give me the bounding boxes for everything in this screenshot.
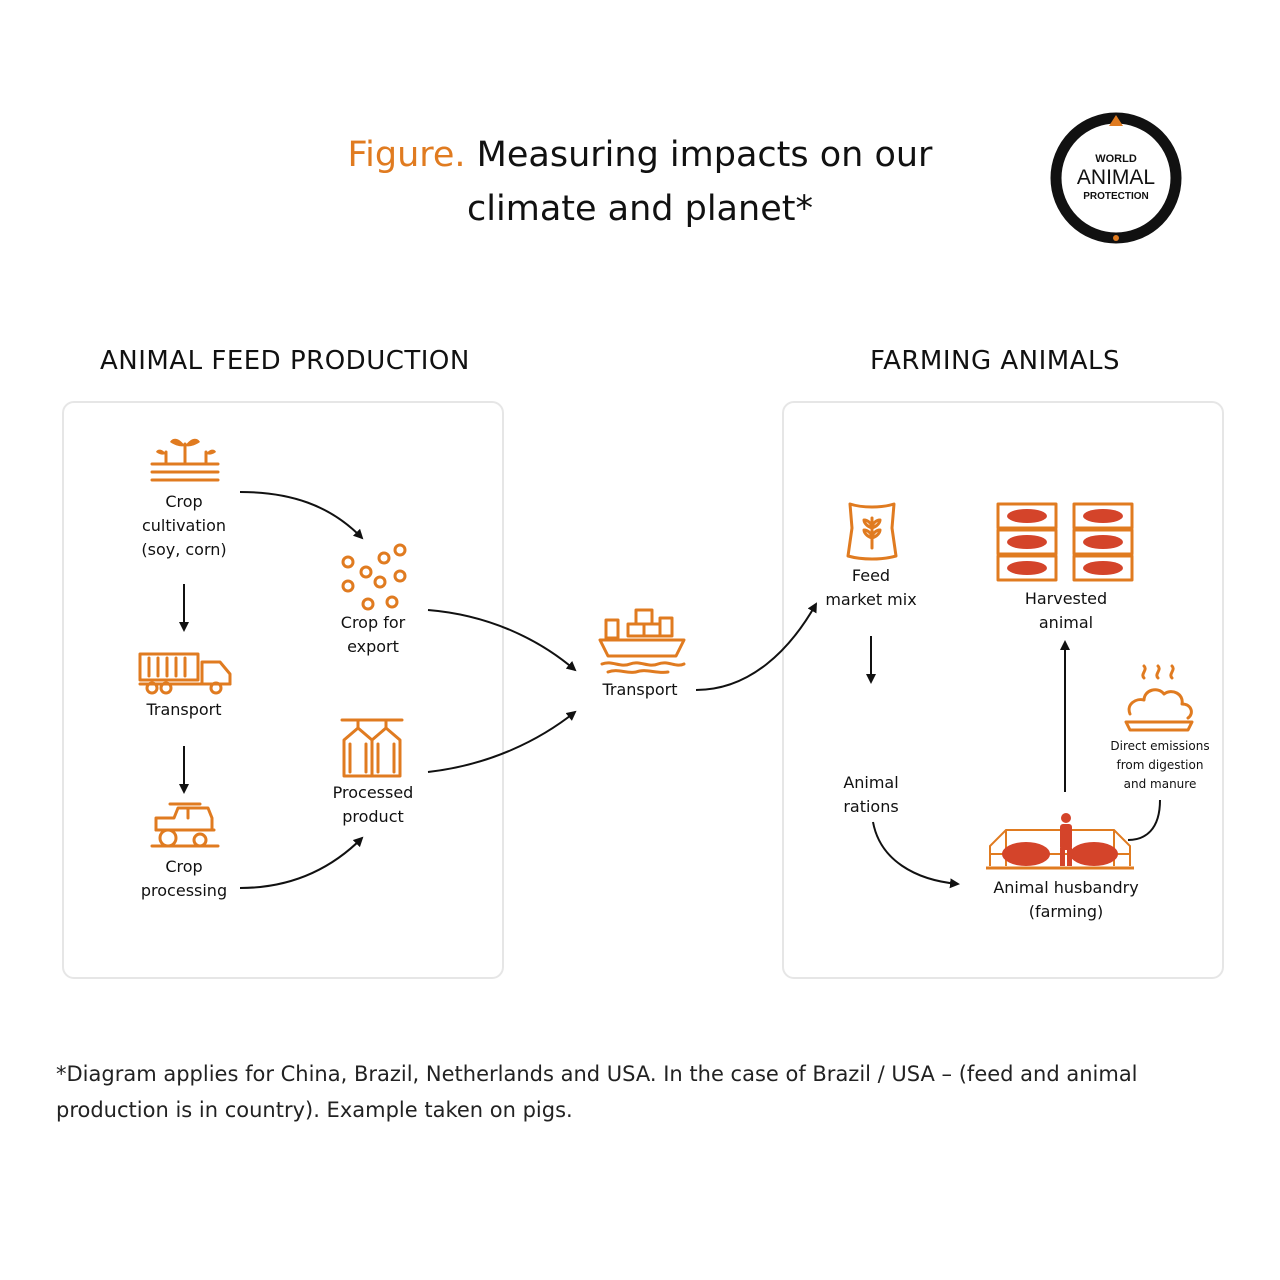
logo-line3: PROTECTION xyxy=(1083,191,1149,202)
pig-farm-icon xyxy=(986,813,1134,870)
meat-carcasses-icon xyxy=(996,502,1134,582)
harvested-animal-label: Harvested animal xyxy=(1024,589,1108,632)
direct-emissions-label: Direct emissions from digestion and manu… xyxy=(1110,739,1210,791)
harvester-icon xyxy=(150,802,220,848)
arrow-ship-to-feed-mix xyxy=(695,602,817,691)
silos-icon xyxy=(340,718,404,778)
feed-section-heading: ANIMAL FEED PRODUCTION xyxy=(100,346,470,376)
manure-emissions-icon xyxy=(1124,664,1194,732)
feed-sack-icon xyxy=(846,502,898,561)
title-rest: Measuring impacts on our climate and pla… xyxy=(465,135,933,229)
logo-line1: WORLD xyxy=(1095,153,1137,165)
crop-processing-label: Crop processing xyxy=(140,857,228,900)
title-lead: Figure. xyxy=(347,135,466,175)
footnote: *Diagram applies for China, Brazil, Neth… xyxy=(56,1062,1138,1122)
transport-ship-label: Transport xyxy=(602,680,678,699)
arrow-processing-to-product xyxy=(239,836,364,889)
feed-market-mix-label: Feed market mix xyxy=(825,566,917,609)
cargo-ship-icon xyxy=(598,608,686,674)
arrow-export-to-ship xyxy=(427,609,577,672)
crop-export-label: Crop for export xyxy=(340,613,406,656)
crop-cultivation-label: Crop cultivation (soy, corn) xyxy=(141,492,227,559)
animal-rations-label: Animal rations xyxy=(843,773,899,816)
truck-icon xyxy=(138,652,232,695)
world-animal-protection-logo: WORLD ANIMAL PROTECTION xyxy=(1050,112,1182,244)
arrow-rations-to-husbandry xyxy=(872,821,960,889)
processed-product-label: Processed product xyxy=(332,783,414,826)
connector-emissions-to-husbandry xyxy=(1127,799,1161,841)
transport-truck-label: Transport xyxy=(146,700,222,719)
arrow-cultivation-to-export xyxy=(239,491,364,540)
soybeans-icon xyxy=(341,543,407,611)
arrow-product-to-ship xyxy=(427,710,577,773)
animal-husbandry-label: Animal husbandry (farming) xyxy=(993,878,1139,921)
logo-line2: ANIMAL xyxy=(1077,166,1155,189)
crop-field-icon xyxy=(150,438,220,482)
page-title: Figure. Measuring impacts on our climate… xyxy=(280,128,1000,236)
farming-section-heading: FARMING ANIMALS xyxy=(870,346,1120,376)
